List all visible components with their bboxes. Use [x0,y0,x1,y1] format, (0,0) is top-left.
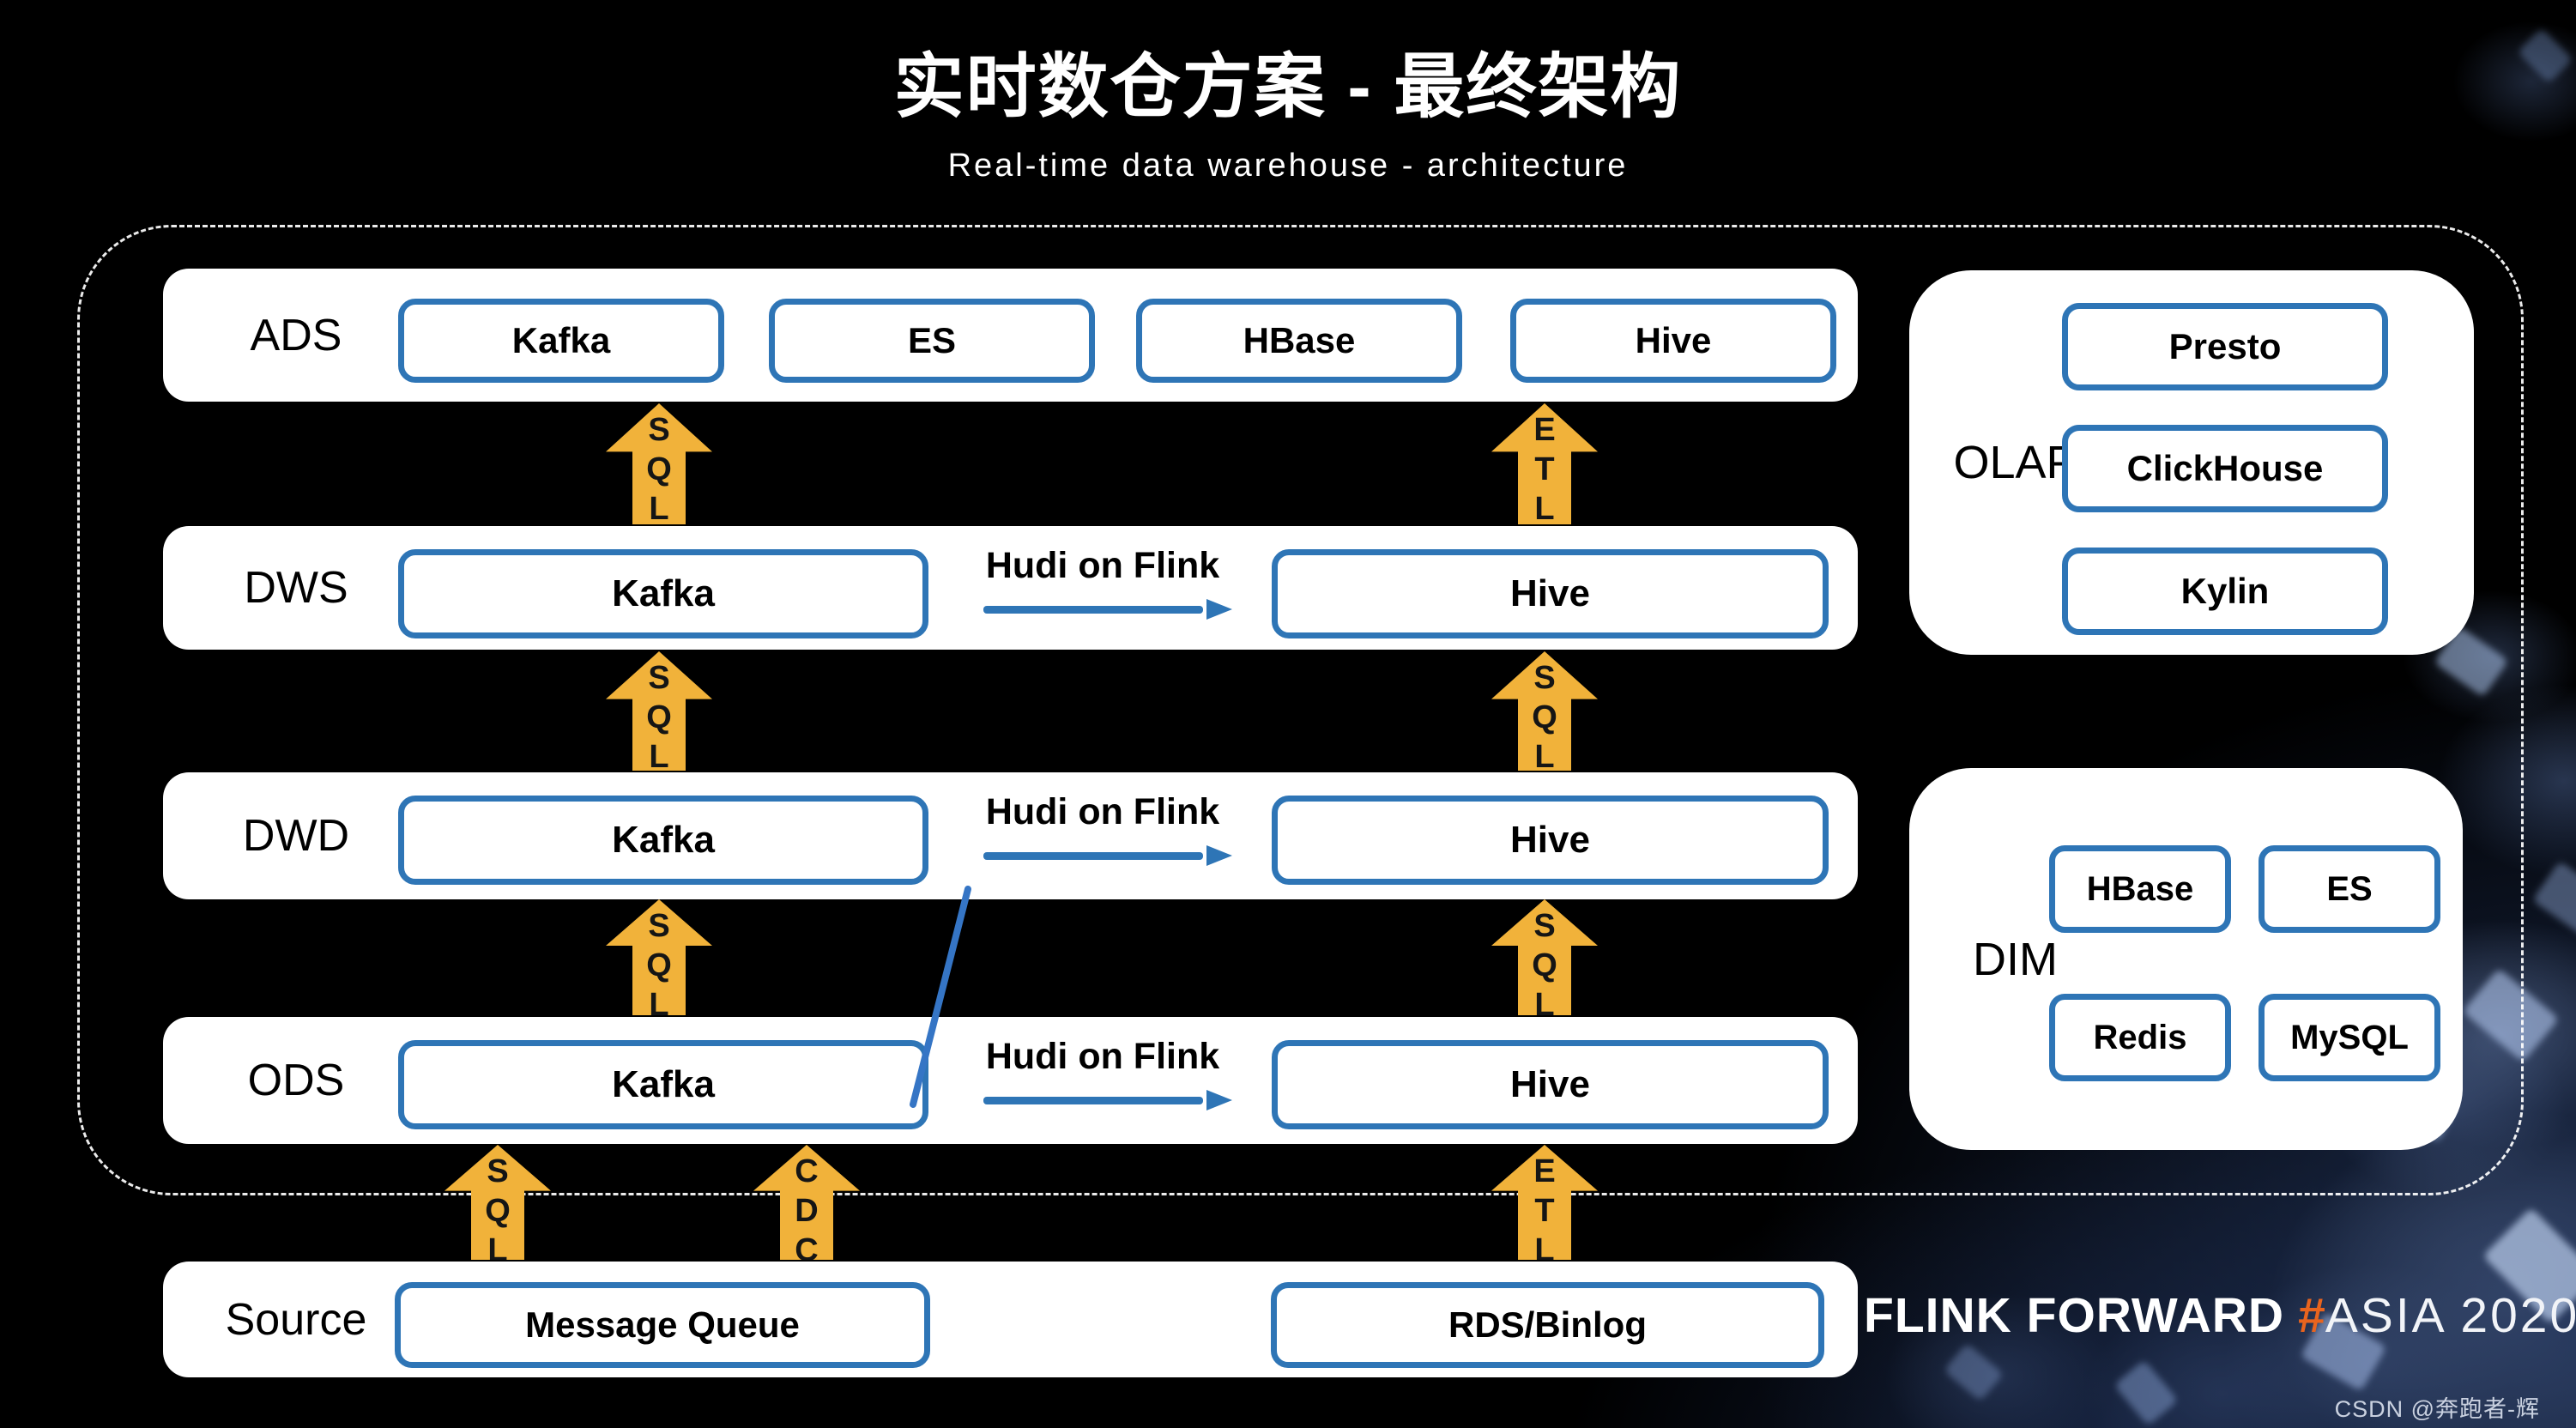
tech-box-es: ES [769,299,1095,383]
tech-box-rds-binlog: RDS/Binlog [1271,1282,1824,1368]
layer-row-ads: ADS Kafka ES HBase Hive [163,269,1858,402]
page-subtitle: Real-time data warehouse - architecture [947,148,1629,184]
page-title: 实时数仓方案 - 最终架构 [893,48,1683,126]
hudi-flow: Hudi on Flink [961,791,1244,866]
layer-label-ods: ODS [247,1056,345,1105]
layer-row-ods: ODS Kafka Hudi on Flink Hive [163,1017,1858,1144]
tech-box-hbase: HBase [2049,845,2231,933]
right-arrow-icon [961,1090,1244,1110]
hudi-label: Hudi on Flink [985,545,1220,586]
tech-box-hive: Hive [1510,299,1836,383]
arrow-label-etl: ETL [1527,412,1563,530]
arrow-label-sql: SQL [641,908,677,1026]
arrow-label-sql: SQL [1527,660,1563,778]
tech-box-message-queue: Message Queue [395,1282,930,1368]
tech-box-redis: Redis [2049,994,2231,1081]
olap-panel: OLAP Presto ClickHouse Kylin [1909,270,2474,655]
layer-label-ads: ADS [250,310,342,360]
arrow-label-sql: SQL [1527,908,1563,1026]
layer-row-dws: DWS Kafka Hudi on Flink Hive [163,526,1858,650]
layer-row-dwd: DWD Kafka Hudi on Flink Hive [163,772,1858,899]
flink-forward-logo: FLINK FORWARD#ASIA 2020 [1864,1287,2576,1344]
right-arrow-icon [961,599,1244,620]
arrow-label-sql: SQL [641,660,677,778]
panel-label-dim: DIM [1973,933,2058,985]
tech-box-mysql: MySQL [2259,994,2440,1081]
tech-box-kafka: Kafka [398,1040,928,1129]
layer-row-source: Source Message Queue RDS/Binlog [163,1262,1858,1377]
logo-hash: # [2298,1288,2325,1343]
hudi-flow: Hudi on Flink [961,1036,1244,1110]
hudi-flow: Hudi on Flink [961,545,1244,620]
tech-box-kafka: Kafka [398,796,928,885]
tech-box-clickhouse: ClickHouse [2062,425,2388,512]
hudi-label: Hudi on Flink [985,1036,1220,1077]
tech-box-es: ES [2259,845,2440,933]
csdn-watermark: CSDN @奔跑者-辉 [2334,1396,2540,1422]
tech-box-hbase: HBase [1136,299,1462,383]
hudi-label: Hudi on Flink [985,791,1220,832]
panel-label-olap: OLAP [1953,437,2077,488]
layer-label-dwd: DWD [242,811,350,861]
layer-label-source: Source [225,1294,367,1345]
dashed-boundary [77,225,2524,1195]
tech-box-kafka: Kafka [398,549,928,638]
tech-box-kylin: Kylin [2062,548,2388,635]
arrow-label-sql: SQL [480,1153,516,1272]
dim-panel: DIM HBase ES Redis MySQL [1909,768,2463,1150]
tech-box-presto: Presto [2062,303,2388,390]
arrow-label-sql: SQL [641,412,677,530]
layer-label-dws: DWS [244,563,348,613]
tech-box-hive: Hive [1272,1040,1829,1129]
arrow-label-cdc: CDC [789,1153,825,1272]
logo-flink-forward: FLINK FORWARD [1864,1288,2285,1343]
right-arrow-icon [961,845,1244,866]
arrow-label-etl: ETL [1527,1153,1563,1272]
tech-box-hive: Hive [1272,549,1829,638]
tech-box-hive: Hive [1272,796,1829,885]
logo-asia-2020: ASIA 2020 [2325,1288,2576,1343]
tech-box-kafka: Kafka [398,299,724,383]
